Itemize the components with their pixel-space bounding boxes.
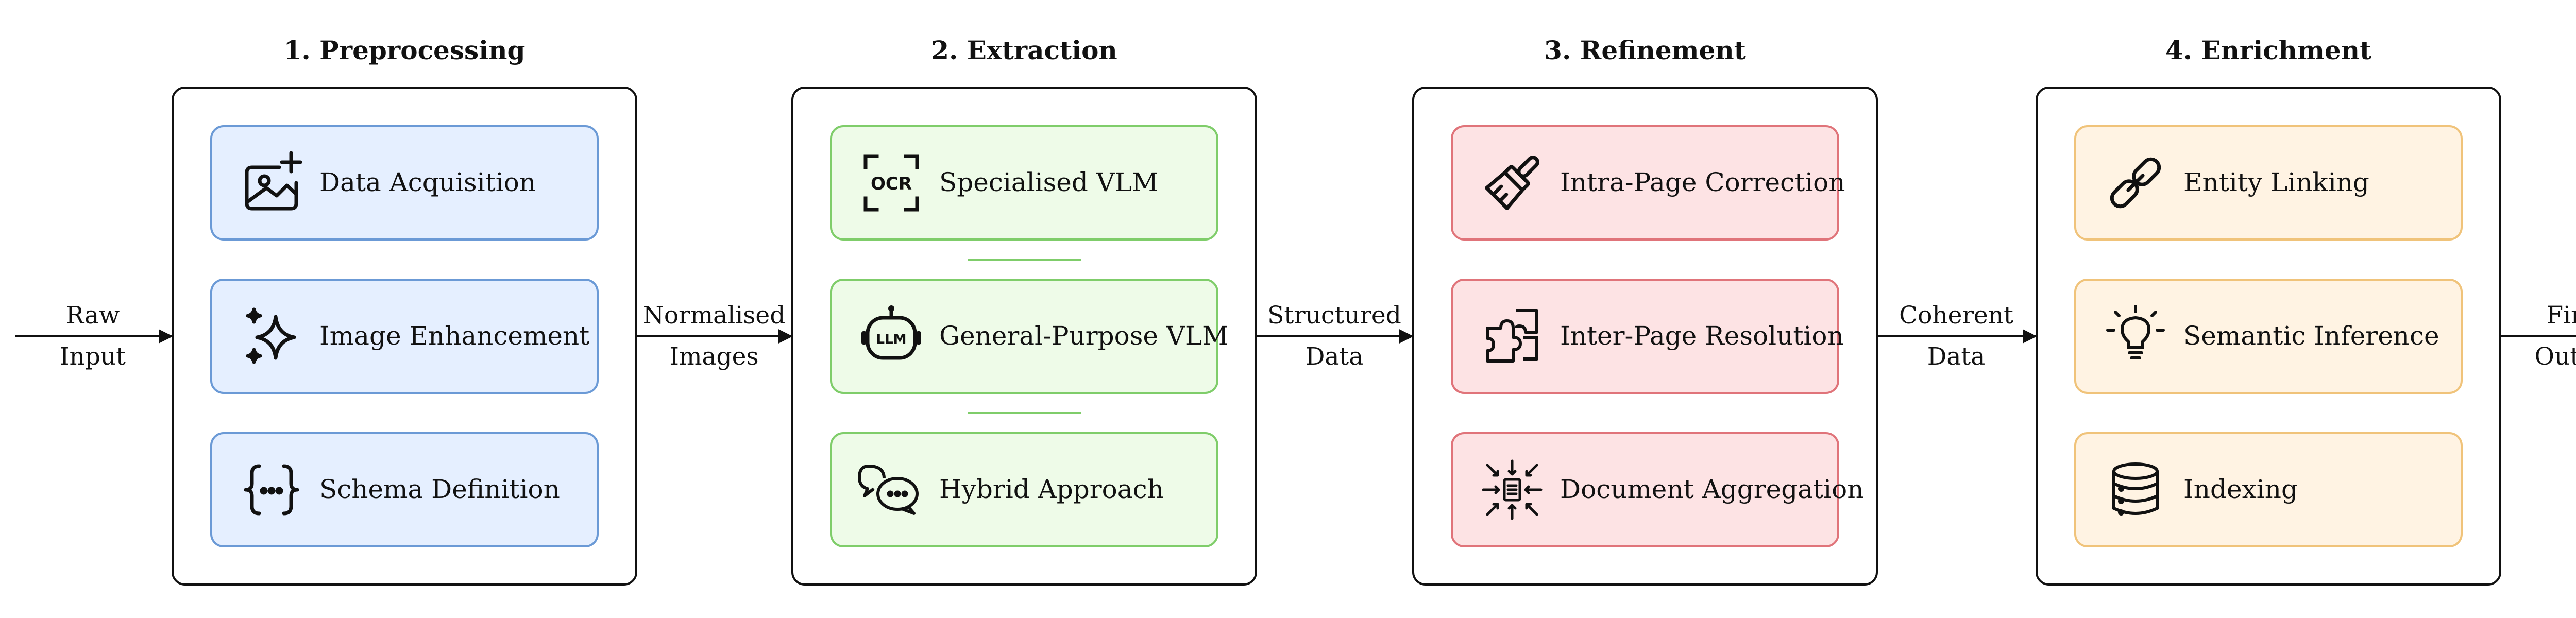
database-icon [2112,462,2159,516]
stage-extraction: 2. Extraction OCR Specialised VLM [791,35,1257,586]
stage-enrichment: 4. Enrichment Entity Linking Semantic In… [2036,35,2501,586]
edge-normalised-images: Normalised Images [636,301,793,371]
puzzle-icon [1486,309,1538,363]
edge-label-line1: Structured [1267,301,1401,330]
llm-robot-icon: LLM [861,305,921,360]
lightbulb-icon [2106,305,2165,359]
item-box [210,432,599,547]
stage-title: 3. Refinement [1544,35,1746,65]
item-box [2074,125,2463,241]
edge-label-line2: Data [1306,342,1364,371]
item-schema-definition: Schema Definition [210,432,599,547]
stage-refinement: 3. Refinement Intra-Page Correction [1412,35,1878,586]
item-label: Indexing [2183,474,2298,504]
edge-label-line1: Coherent [1899,301,2013,330]
stage-preprocessing: 1. Preprocessing Data Acquisition Image … [172,35,637,586]
item-hybrid-approach: Hybrid Approach [830,432,1218,547]
item-intra-page-correction: Intra-Page Correction [1451,125,1845,241]
item-box [830,125,1218,241]
item-box [830,279,1218,394]
stage-title: 1. Preprocessing [284,35,526,65]
item-label: Document Aggregation [1560,474,1863,504]
stage-title: 2. Extraction [931,35,1117,65]
item-label: Entity Linking [2183,167,2369,197]
item-label: Schema Definition [319,474,560,504]
item-box [1451,125,1839,241]
edge-structured-data: Structured Data [1256,301,1414,371]
link-icon [2110,157,2161,209]
edge-label-line1: Raw [66,301,120,330]
edge-label-line2: Input [60,342,126,371]
item-label: Data Acquisition [319,167,536,197]
item-box [210,125,599,241]
ocr-scan-icon: OCR [863,154,919,212]
brush-icon [1485,156,1539,210]
svg-text:OCR: OCR [871,174,912,194]
item-label: Image Enhancement [319,321,589,351]
stage-title: 4. Enrichment [2165,35,2371,65]
item-box [1451,432,1839,547]
item-indexing: Indexing [2074,432,2463,547]
item-label: Intra-Page Correction [1560,167,1845,197]
item-label: Hybrid Approach [939,474,1164,504]
item-image-enhancement: Image Enhancement [210,279,599,394]
item-box [2074,432,2463,547]
item-label: Specialised VLM [939,167,1158,197]
item-label: General-Purpose VLM [939,321,1228,351]
item-label: Inter-Page Resolution [1560,321,1844,351]
item-general-purpose-vlm: LLM General-Purpose VLM [830,279,1228,394]
edge-raw-input: Raw Input [15,301,173,371]
edge-label-line2: Output [2535,342,2576,371]
item-entity-linking: Entity Linking [2074,125,2463,241]
aggregate-icon [1482,459,1543,520]
edge-final-output: Final Output [2500,301,2576,371]
item-box [2074,279,2463,394]
edge-label-line2: Data [1927,342,1986,371]
item-box [830,432,1218,547]
sparkles-icon [246,307,296,364]
edge-coherent-data: Coherent Data [1877,301,2037,371]
item-document-aggregation: Document Aggregation [1451,432,1863,547]
item-box [1451,279,1839,394]
edge-label-line1: Final [2547,301,2576,330]
item-inter-page-resolution: Inter-Page Resolution [1451,279,1844,394]
item-specialised-vlm: OCR Specialised VLM [830,125,1218,241]
edge-label-line2: Images [669,342,758,371]
item-label: Semantic Inference [2183,321,2439,351]
chat-bubbles-icon [858,465,919,515]
edge-label-line1: Normalised [643,301,786,330]
item-data-acquisition: Data Acquisition [210,125,599,241]
item-box [210,279,599,394]
item-semantic-inference: Semantic Inference [2074,279,2463,394]
image-add-icon [245,151,302,211]
curly-braces-icon [244,464,299,516]
svg-text:LLM: LLM [876,332,906,347]
